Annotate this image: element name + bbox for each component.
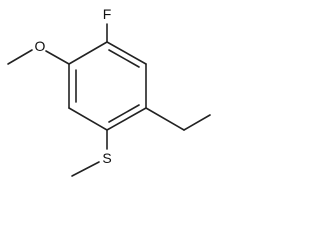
bond-c3-ethyl-ch2 (145, 107, 185, 131)
ring-bond-c4-c5 (68, 107, 108, 131)
ring-double-bond-c3-c4 (108, 104, 140, 123)
bond-c6-oxygen (45, 50, 70, 65)
ring-bond-c3-c4 (106, 107, 147, 131)
chemical-structure: F O S (7, 6, 211, 177)
bond-ethyl-ch2-ch3 (183, 114, 211, 131)
bond-oxygen-methyl (7, 49, 33, 65)
ring-double-bond-c1-c2 (108, 49, 140, 68)
bond-sulfur-methyl (71, 161, 100, 177)
ring-bond-c1-c2 (106, 41, 147, 65)
atom-sulfur: S (102, 150, 111, 166)
atom-oxygen: O (35, 38, 46, 54)
benzene-ring (68, 41, 147, 131)
atom-fluorine: F (103, 6, 112, 22)
ring-bond-c6-c1 (68, 41, 108, 65)
